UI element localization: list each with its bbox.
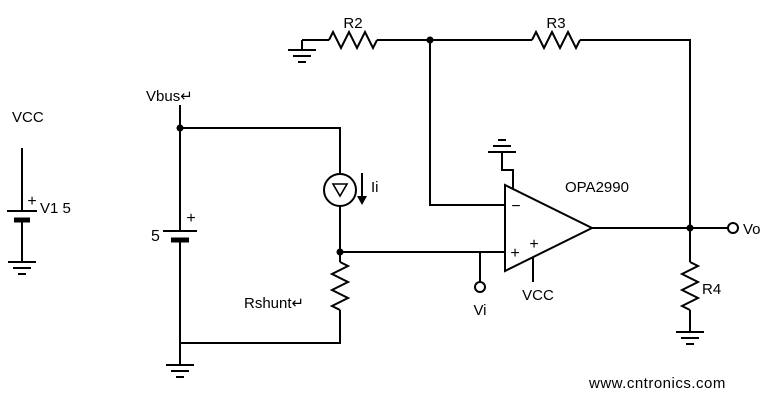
label-r3: R3 bbox=[546, 15, 565, 32]
battery-plates-positive bbox=[7, 210, 197, 232]
watermark: www.cntronics.com bbox=[588, 375, 726, 392]
terminal-vo-circle bbox=[727, 222, 739, 234]
plus-sign-vbus-battery: + bbox=[186, 210, 195, 227]
junction-dot bbox=[686, 224, 694, 232]
label-opamp-supply-vcc: VCC bbox=[522, 287, 554, 304]
label-vi: Vi bbox=[473, 302, 486, 319]
junction-dot bbox=[176, 124, 184, 132]
opamp-supply-plus-sign: + bbox=[529, 236, 538, 253]
opamp-noninverting-sign: + bbox=[510, 245, 519, 262]
circuit-wires bbox=[21, 39, 728, 365]
opamp-inverting-sign: − bbox=[511, 198, 520, 215]
label-v1-value: V1 5 bbox=[40, 200, 71, 217]
label-vo: Vo bbox=[743, 221, 761, 238]
resistor-r2 bbox=[328, 29, 378, 51]
opamp-body bbox=[504, 183, 595, 273]
resistor-rshunt bbox=[329, 261, 351, 311]
plus-sign-v1: + bbox=[27, 193, 36, 210]
battery-plates-negative bbox=[14, 217, 189, 243]
label-current-source-ii: Ii bbox=[371, 179, 379, 196]
junction-dot bbox=[336, 248, 344, 256]
current-direction-arrow-head bbox=[357, 196, 367, 205]
label-r4: R4 bbox=[702, 281, 721, 298]
terminal-vi-circle bbox=[474, 281, 486, 293]
label-rshunt: Rshunt↵ bbox=[244, 295, 304, 312]
current-source-arrow-symbol bbox=[331, 183, 349, 198]
junction-dot bbox=[426, 36, 434, 44]
label-vbus: Vbus↵ bbox=[146, 88, 193, 105]
label-r2: R2 bbox=[343, 15, 362, 32]
label-vbus-battery-value: 5 bbox=[151, 228, 160, 245]
label-vcc-left-rail: VCC bbox=[12, 109, 44, 126]
resistor-r4 bbox=[679, 261, 701, 311]
resistor-r3 bbox=[531, 29, 581, 51]
ground-symbols bbox=[8, 49, 704, 378]
current-source-circle bbox=[323, 173, 357, 207]
label-opamp-part: OPA2990 bbox=[565, 179, 629, 196]
